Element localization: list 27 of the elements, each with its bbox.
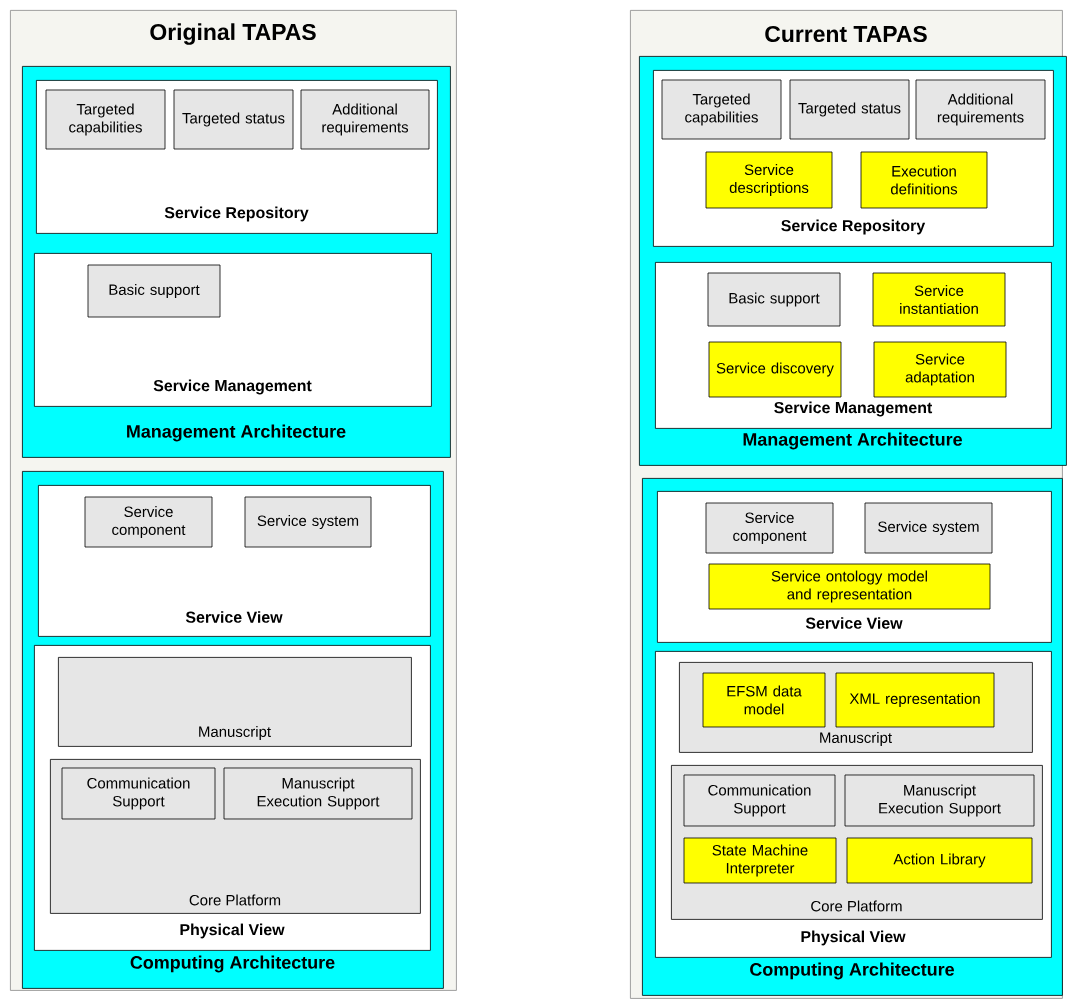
component-box: Service instantiation bbox=[872, 272, 1006, 327]
component-box: Targeted status bbox=[789, 79, 910, 140]
component-box: Additional requirements bbox=[915, 79, 1046, 140]
component-box: EFSM data model bbox=[702, 672, 826, 728]
component-box: Targeted capabilities bbox=[45, 89, 166, 150]
component-box: Basic support bbox=[707, 272, 841, 327]
component-box: Manuscript Execution Support bbox=[223, 767, 413, 820]
component-box: State Machine Interpreter bbox=[683, 837, 837, 884]
component-box: Communication Support bbox=[683, 774, 836, 827]
component-box: Service ontology model and representation bbox=[708, 563, 991, 610]
component-box: Service adaptation bbox=[873, 341, 1007, 398]
component-box: Service component bbox=[84, 496, 213, 548]
component-box: XML representation bbox=[835, 672, 995, 728]
component-box: Targeted capabilities bbox=[661, 79, 782, 140]
component-box: Action Library bbox=[846, 837, 1033, 884]
component-box: Execution definitions bbox=[860, 151, 988, 209]
component-box: Service descriptions bbox=[705, 151, 833, 209]
component-box: Manuscript Execution Support bbox=[844, 774, 1035, 827]
component-box: Additional requirements bbox=[300, 89, 430, 150]
component-box: Service system bbox=[864, 502, 993, 554]
component-box: Service discovery bbox=[708, 341, 842, 398]
component-box: Targeted status bbox=[173, 89, 294, 150]
component-box: Communication Support bbox=[61, 767, 216, 820]
component-box: Basic support bbox=[87, 264, 221, 318]
component-box: Service system bbox=[244, 496, 372, 548]
platform-box: Manuscript bbox=[58, 657, 412, 747]
component-box: Service component bbox=[705, 502, 834, 554]
